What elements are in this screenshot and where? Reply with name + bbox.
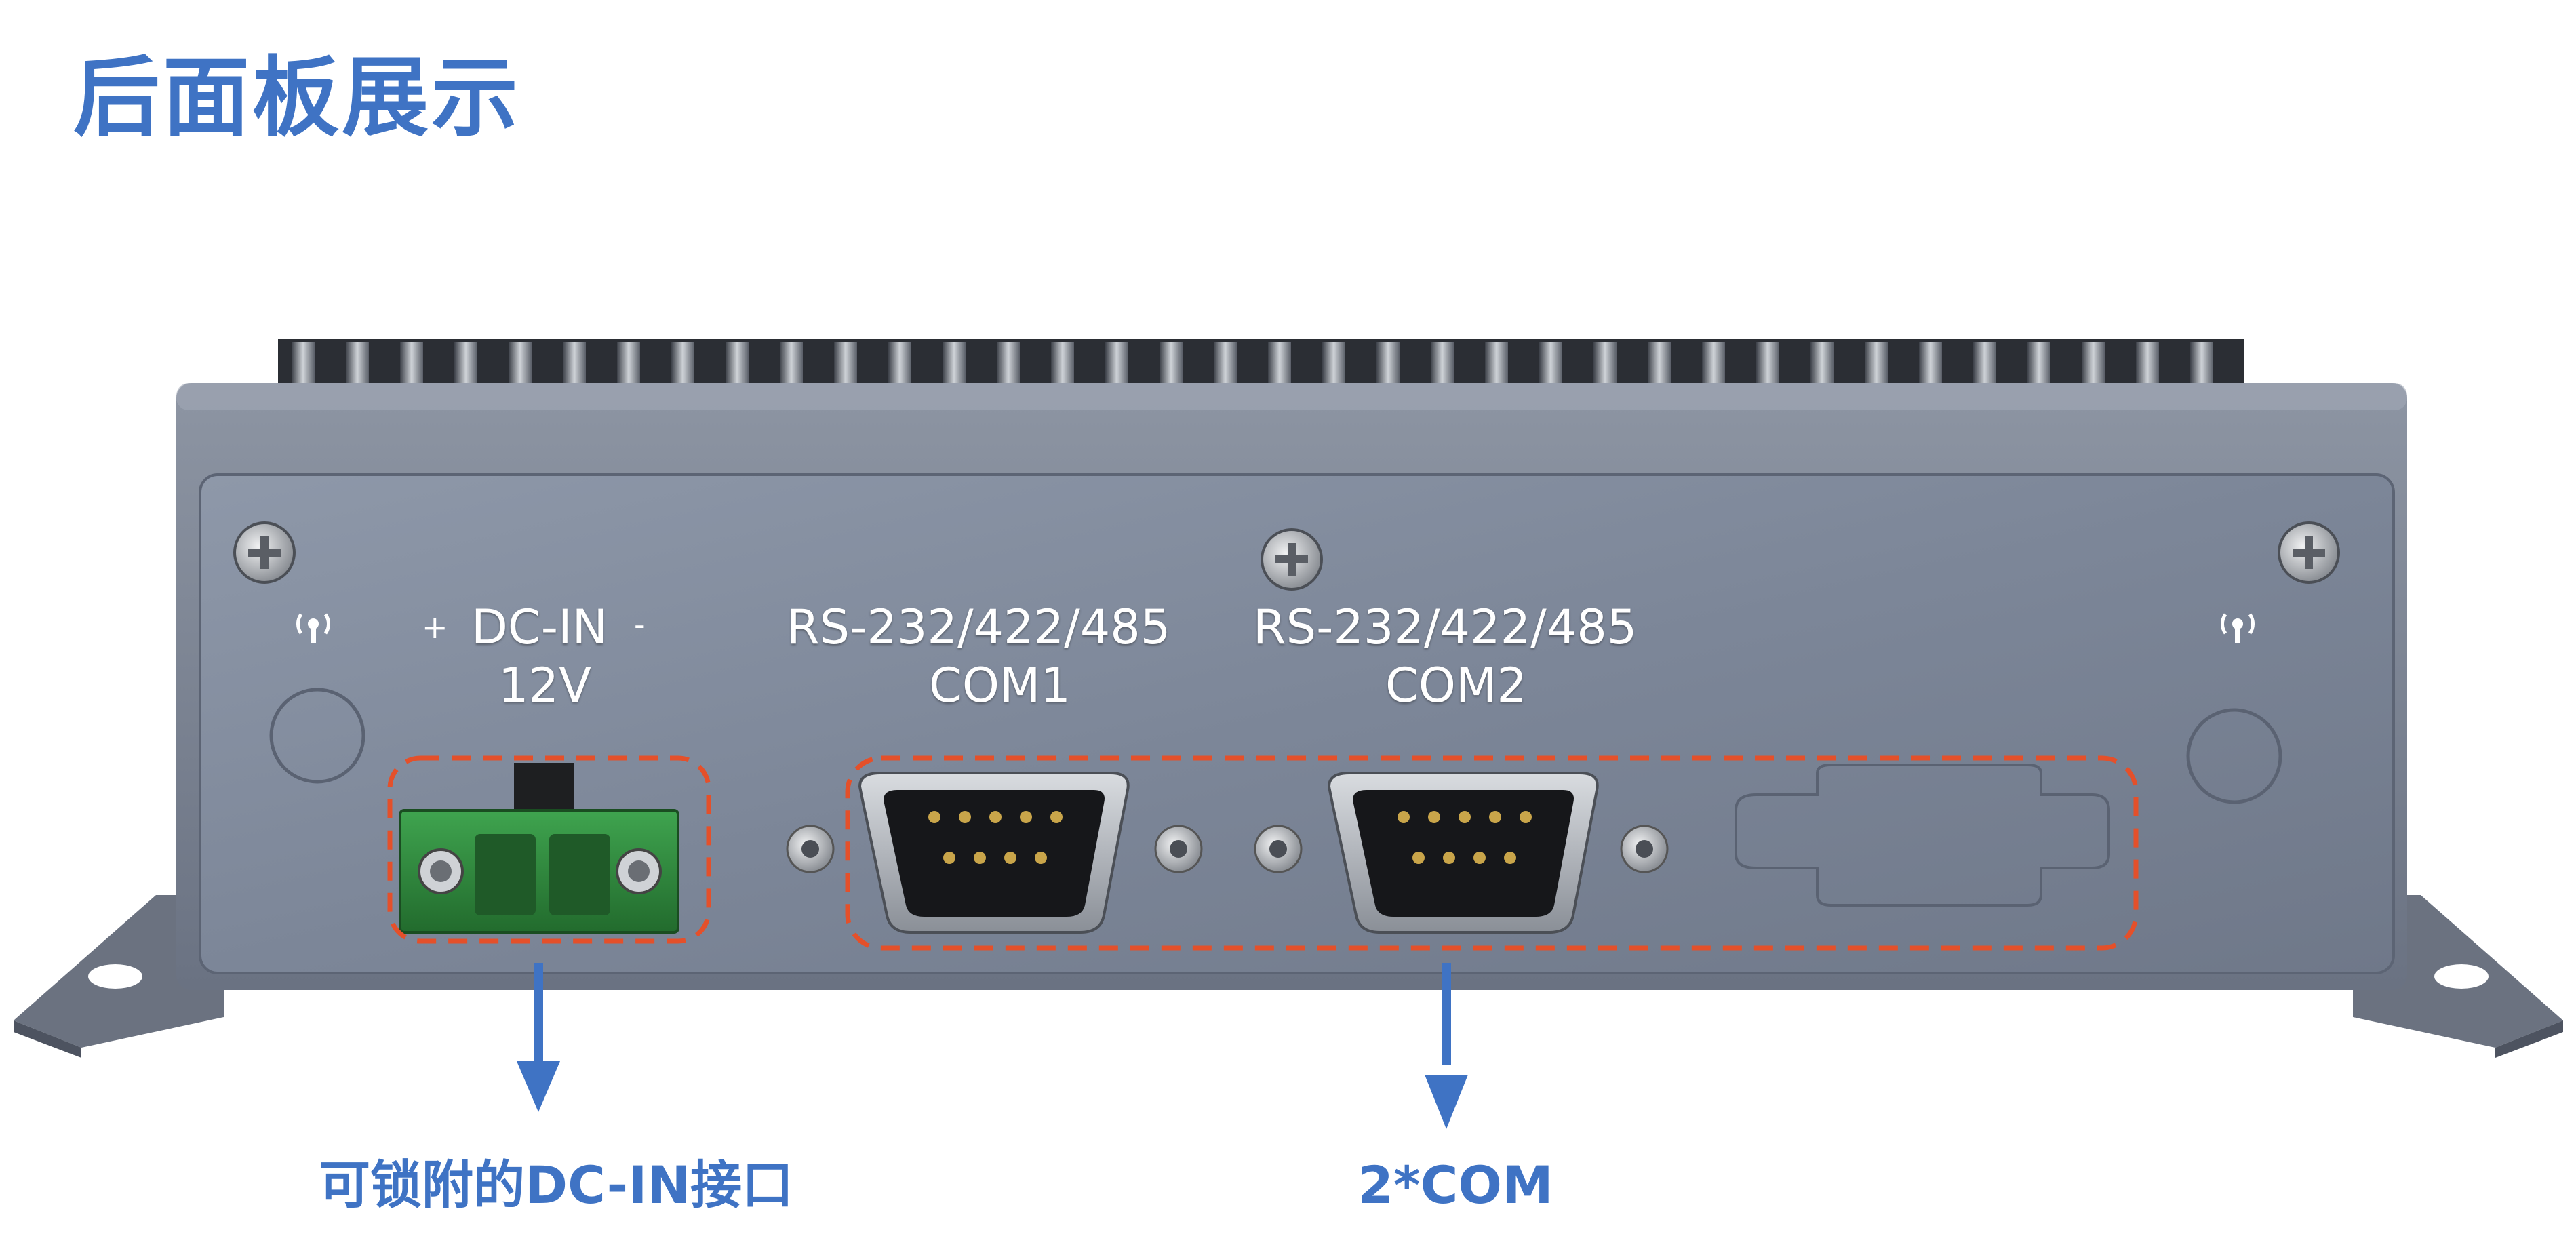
db9-pin xyxy=(928,811,940,823)
antenna-icon xyxy=(2221,613,2255,643)
com2-standard-label: RS-232/422/485 xyxy=(1253,599,1638,655)
dc-in-terminal[interactable] xyxy=(399,763,679,934)
panel-screw xyxy=(2278,521,2340,584)
db9-pin xyxy=(1428,811,1440,823)
dc-in-arrow xyxy=(517,963,560,1112)
dc-in-highlight-box xyxy=(387,755,711,944)
antenna-port-left xyxy=(269,688,365,784)
db9-pin xyxy=(1020,811,1032,823)
db9-pin xyxy=(1504,852,1516,864)
dc-in-plus-sign: + xyxy=(422,609,448,646)
mounting-bracket-left xyxy=(14,895,224,1058)
db9-pin xyxy=(1473,852,1486,864)
rear-plate xyxy=(199,473,2395,974)
com2-standoff-left xyxy=(1254,825,1303,873)
db9-pin xyxy=(1520,811,1532,823)
page-title: 后面板展示 xyxy=(73,47,521,148)
db9-pin xyxy=(1004,852,1016,864)
com1-standard-label: RS-232/422/485 xyxy=(787,599,1171,655)
db9-pin xyxy=(1459,811,1471,823)
db9-pin xyxy=(974,852,986,864)
dc-in-minus-sign: - xyxy=(634,606,646,643)
db9-pin xyxy=(1489,811,1501,823)
panel-screw xyxy=(1261,528,1323,591)
dc-in-caption: 可锁附的DC-IN接口 xyxy=(319,1155,794,1215)
db9-pin xyxy=(1050,811,1063,823)
antenna-icon xyxy=(296,613,330,643)
dc-in-label: DC-IN xyxy=(471,599,608,655)
db9-pin xyxy=(1035,852,1047,864)
com-caption: 2*COM xyxy=(1358,1155,1553,1215)
com1-db9-connector[interactable] xyxy=(858,772,1130,934)
db9-pin xyxy=(943,852,955,864)
com2-standoff-right xyxy=(1620,825,1669,873)
dc-in-voltage-label: 12V xyxy=(498,658,591,713)
db9-pin xyxy=(1398,811,1410,823)
db9-pin xyxy=(989,811,1002,823)
com2-db9-connector[interactable] xyxy=(1327,772,1599,934)
db9-pin xyxy=(1443,852,1455,864)
db9-pin xyxy=(959,811,971,823)
com-highlight-box xyxy=(845,755,2139,951)
db9-pin xyxy=(1412,852,1425,864)
com1-standoff-left xyxy=(786,825,835,873)
antenna-port-right xyxy=(2186,708,2282,804)
com1-standoff-right xyxy=(1154,825,1203,873)
com2-name-label: COM2 xyxy=(1385,658,1527,713)
panel-screw xyxy=(233,521,296,584)
com1-name-label: COM1 xyxy=(929,658,1071,713)
com-arrow xyxy=(1425,963,1468,1129)
com-knockout-blank xyxy=(1735,764,2110,907)
